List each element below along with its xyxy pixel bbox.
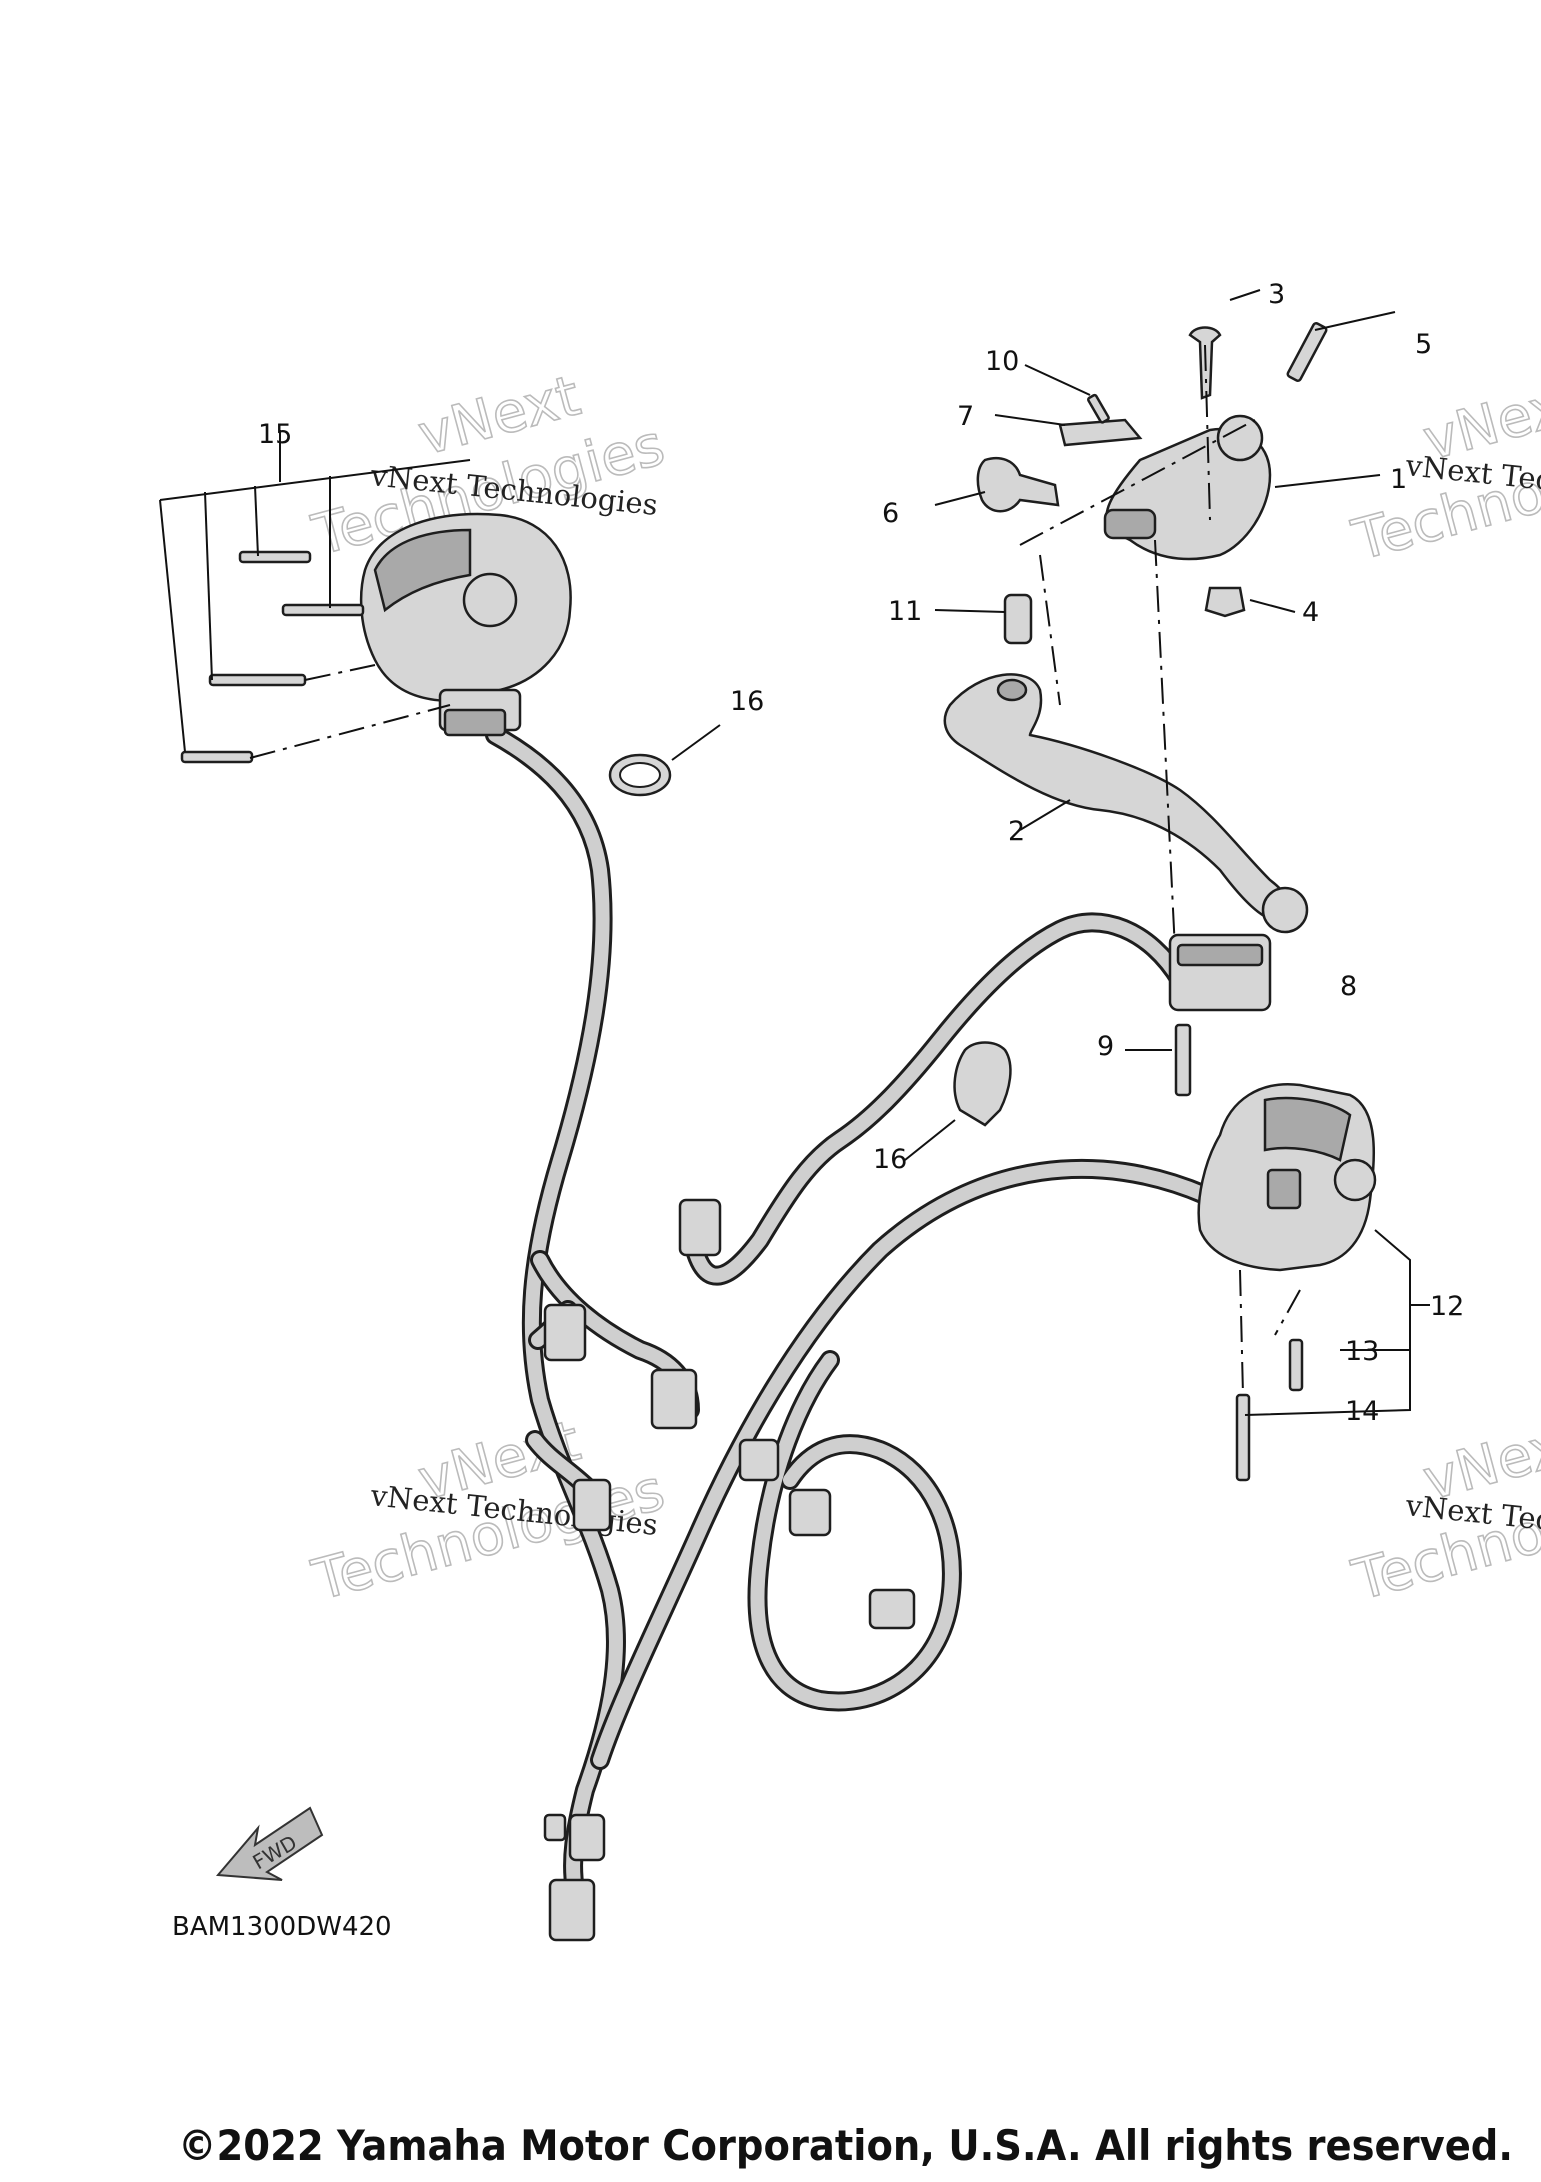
right-cable-harness — [590, 912, 1215, 1770]
callout-9: 9 — [1097, 1031, 1114, 1062]
left-harness-connectors — [543, 1303, 698, 1942]
fwd-arrow-icon: FWD — [215, 1806, 324, 1881]
callout-14: 14 — [1345, 1396, 1379, 1427]
callout-11: 11 — [888, 596, 922, 627]
callout-1: 1 — [1390, 464, 1407, 495]
screw-9 — [1125, 1023, 1192, 1097]
band-16-left — [608, 724, 721, 797]
callout-4: 4 — [1302, 597, 1319, 628]
callout-8: 8 — [1340, 971, 1357, 1002]
diagram-code: BAM1300DW420 — [172, 1912, 392, 1942]
left-handlebar-switch — [359, 512, 572, 737]
copyright-notice: ©2022 Yamaha Motor Corporation, U.S.A. A… — [178, 2121, 1513, 2170]
callout-7: 7 — [957, 401, 974, 432]
watermark-top-right: vNext Technologies vNext Technologies — [1345, 368, 1541, 575]
callout-12: 12 — [1430, 1291, 1464, 1322]
callout-16-left: 16 — [730, 686, 764, 717]
right-harness-connectors — [678, 1198, 916, 1630]
callout-15-leaders — [159, 430, 471, 759]
callout-5: 5 — [1415, 329, 1432, 360]
lever-holder-1 — [1103, 414, 1272, 561]
clutch-switch-8 — [1168, 933, 1272, 1012]
callout-3: 3 — [1268, 279, 1285, 310]
callout-numbers: 1 2 3 4 5 6 7 8 9 10 11 12 13 14 15 16 1… — [258, 279, 1464, 1427]
right-switch-screws — [1235, 1229, 1430, 1482]
lever-2 — [943, 673, 1309, 934]
callout-15: 15 — [258, 419, 292, 450]
band-16-right — [904, 1041, 1012, 1161]
adjuster-6 — [976, 456, 1060, 513]
callout-6: 6 — [882, 498, 899, 529]
right-handlebar-switch — [1197, 1082, 1377, 1272]
watermark-mid-right: vNext Technologies vNext Technologies — [1345, 1408, 1541, 1615]
bracket-7 — [1058, 418, 1143, 447]
callout-13: 13 — [1345, 1336, 1379, 1367]
callout-16-right: 16 — [873, 1144, 907, 1175]
callout-10: 10 — [985, 346, 1019, 377]
callout-2: 2 — [1008, 816, 1025, 847]
left-harness-cable — [485, 725, 700, 1900]
leaders-right-top — [934, 289, 1396, 951]
